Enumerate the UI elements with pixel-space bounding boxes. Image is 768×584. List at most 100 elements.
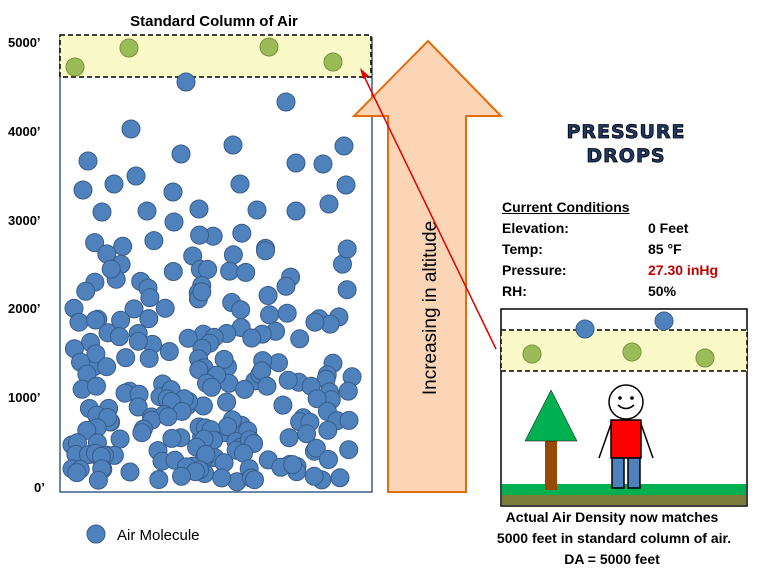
air-molecule [307,389,327,409]
person-head [608,384,644,420]
conditions-row-rh: RH: 50% [502,281,718,302]
air-molecule [202,377,222,397]
air-molecule [337,280,357,300]
air-molecule [159,342,179,361]
air-molecule [247,200,267,220]
air-molecule [257,376,277,396]
caption-line2: 5000 feet in standard column of air. [497,530,731,546]
air-molecule [319,450,338,469]
current-scene-molecules [522,311,715,368]
air-molecule [256,241,275,261]
air-molecule [283,455,303,475]
air-molecule [139,309,159,329]
air-molecule [176,72,196,92]
air-molecule [162,428,182,448]
air-molecule [258,286,278,305]
air-molecule [305,312,325,332]
air-molecule [178,328,198,348]
air-molecule [223,135,243,155]
air-molecule [242,328,262,348]
air-molecule [277,303,297,323]
altitude-axis-labels: 5000’ 4000’ 3000’ 2000’ 1000’ 0’ [8,35,45,495]
temp-value: 85 °F [648,241,682,257]
rh-value: 50% [648,283,677,299]
air-molecule [217,392,237,412]
person [598,384,654,489]
air-molecule [338,381,358,401]
tree-canopy [524,389,578,442]
air-molecule [313,154,333,174]
air-molecule [101,259,121,279]
pressure-label: Pressure: [502,262,567,278]
air-molecule [116,348,136,368]
air-molecule [92,202,112,222]
air-molecule [192,282,212,302]
air-molecule [319,194,339,214]
air-molecule [220,261,240,281]
air-molecule [336,175,356,195]
air-molecule [171,144,191,164]
air-molecule [88,470,108,490]
air-molecule [654,311,674,331]
result-caption: Actual Air Density now matches 5000 feet… [497,509,731,567]
air-molecule [119,38,139,58]
air-molecule [139,348,159,368]
band-pointer-arrowhead [360,68,369,79]
ground [502,484,746,498]
air-molecule [232,223,252,243]
altitude-label-3000: 3000’ [8,213,41,228]
air-molecule [318,420,338,440]
air-molecule [132,423,152,443]
person-leg-right [627,457,641,489]
air-molecule [231,300,251,320]
rh-label: RH: [502,283,527,299]
air-molecule [339,440,359,460]
conditions-title: Current Conditions [502,199,630,215]
caption-line1: Actual Air Density now matches [506,509,719,525]
air-molecule [109,327,129,347]
pressure-value: 27.30 inHg [648,262,719,278]
conditions-row-temp: Temp:85 °F [502,239,718,260]
air-molecule [137,201,157,221]
air-molecule [124,299,144,319]
person-eye-left [618,396,622,400]
conditions-row-elevation: Elevation:0 Feet [502,218,718,239]
air-molecule [198,259,218,279]
air-molecule [128,331,148,351]
altitude-label-0: 0’ [34,480,45,495]
air-molecule [269,353,288,373]
air-molecule [158,407,178,427]
air-molecule [126,166,146,186]
air-molecule [163,182,183,202]
altitude-label-2000: 2000’ [8,301,41,316]
air-molecule [273,395,293,415]
air-molecule [67,463,87,483]
person-smile [617,404,635,410]
air-molecule [304,466,324,486]
air-molecule [190,225,210,245]
ground-soil [502,495,746,505]
person-arm-left [598,423,612,459]
air-molecule [121,119,141,139]
air-molecule [97,357,117,377]
air-molecule [69,312,89,332]
air-molecule [73,180,93,200]
air-molecule [330,468,350,488]
air-molecule [65,57,85,77]
person-arm-right [640,423,654,459]
air-molecule [337,239,357,259]
air-molecule [85,233,105,253]
person-leg-left [611,457,625,489]
air-molecule [575,319,595,339]
tree-trunk [545,440,557,490]
air-molecule [104,174,124,194]
air-molecule [120,462,140,482]
air-molecule [189,199,209,219]
band-pointer-line [361,71,497,350]
altitude-label-5000: 5000’ [8,35,41,50]
current-conditions: Current Conditions Elevation:0 Feet Temp… [502,199,718,302]
air-molecule [286,201,306,221]
elevation-label: Elevation: [502,220,569,236]
altitude-arrow [351,39,504,493]
air-molecule [149,470,169,489]
